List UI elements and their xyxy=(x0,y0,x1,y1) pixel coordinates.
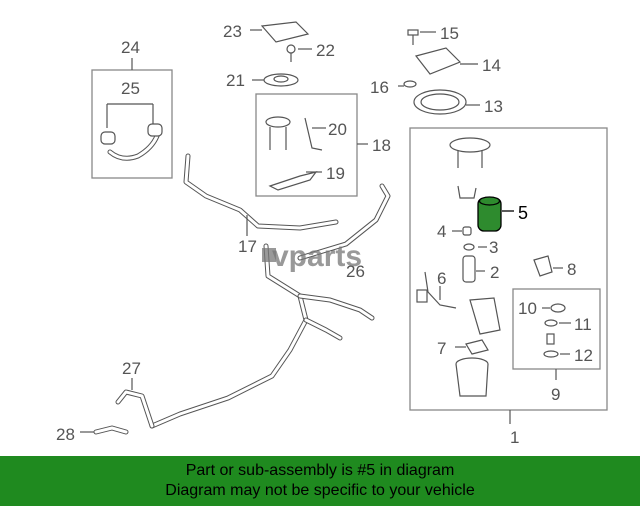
callout-22: 22 xyxy=(316,41,335,60)
footer-banner: Part or sub-assembly is #5 in diagram Di… xyxy=(0,456,640,506)
callout-10: 10 xyxy=(518,299,537,318)
harness-part-6 xyxy=(416,271,457,309)
callout-12: 12 xyxy=(574,346,593,365)
watermark-text: vparts xyxy=(272,240,362,273)
callout-9: 9 xyxy=(551,385,560,404)
sender-part-20 xyxy=(265,116,326,151)
group-box-18 xyxy=(255,93,358,197)
callout-11: 11 xyxy=(574,315,592,334)
callout-17: 17 xyxy=(238,237,257,256)
callout-21: 21 xyxy=(226,71,245,90)
seal-part-3 xyxy=(463,243,487,251)
callout-23: 23 xyxy=(223,22,242,41)
line-end-27 xyxy=(115,378,155,429)
footer-line-1: Part or sub-assembly is #5 in diagram xyxy=(185,462,455,479)
group-box-1 xyxy=(409,127,608,411)
callout-13: 13 xyxy=(484,97,503,116)
callout-1: 1 xyxy=(510,428,519,447)
parts-diagram: vparts 1 2 3 4 5 6 7 8 9 10 11 12 13 14 … xyxy=(56,21,608,447)
bolt-part-22 xyxy=(286,44,312,62)
footer-line-2: Diagram may not be specific to your vehi… xyxy=(165,482,475,499)
seal-part-10 xyxy=(542,303,566,313)
lock-ring-part-13 xyxy=(413,89,480,115)
callout-14: 14 xyxy=(482,56,501,75)
callout-6: 6 xyxy=(437,269,446,288)
callout-16: 16 xyxy=(370,78,389,97)
basket-part xyxy=(455,357,489,397)
filter-part-5[interactable] xyxy=(477,196,514,232)
callout-4: 4 xyxy=(437,222,446,241)
callout-27: 27 xyxy=(122,359,141,378)
valve-part-12 xyxy=(543,333,570,358)
callout-5: 5 xyxy=(518,203,528,223)
callout-8: 8 xyxy=(567,260,576,279)
callout-26: 26 xyxy=(346,262,365,281)
callout-25: 25 xyxy=(121,79,140,98)
reservoir-part xyxy=(469,297,501,335)
sensor-part-8 xyxy=(533,255,563,277)
seal-part-11 xyxy=(544,319,571,327)
callout-3: 3 xyxy=(489,238,498,257)
callout-7: 7 xyxy=(437,339,446,358)
callout-2: 2 xyxy=(490,263,499,282)
fuel-line-17 xyxy=(183,153,339,236)
shield-part-23 xyxy=(250,21,310,43)
callout-20: 20 xyxy=(328,120,347,139)
vparts-watermark: vparts xyxy=(262,240,362,273)
fuel-line-26 xyxy=(297,183,391,261)
callout-19: 19 xyxy=(326,164,345,183)
bracket-part-19 xyxy=(268,171,322,191)
main-fuel-line xyxy=(149,243,375,429)
pump-part-2 xyxy=(462,255,485,283)
callout-24: 24 xyxy=(121,38,140,57)
bracket-part-7 xyxy=(455,339,489,355)
screw-part-15 xyxy=(407,29,436,45)
pump-flange-part xyxy=(449,137,491,199)
line-end-28 xyxy=(80,425,129,435)
callout-15: 15 xyxy=(440,24,459,43)
seal-part-21 xyxy=(252,73,299,87)
callout-18: 18 xyxy=(372,136,391,155)
grommet-part-16 xyxy=(398,80,417,88)
oring-part-4 xyxy=(452,226,472,236)
hose-part-25 xyxy=(100,103,163,161)
callout-28: 28 xyxy=(56,425,75,444)
cover-part-14 xyxy=(414,47,478,75)
